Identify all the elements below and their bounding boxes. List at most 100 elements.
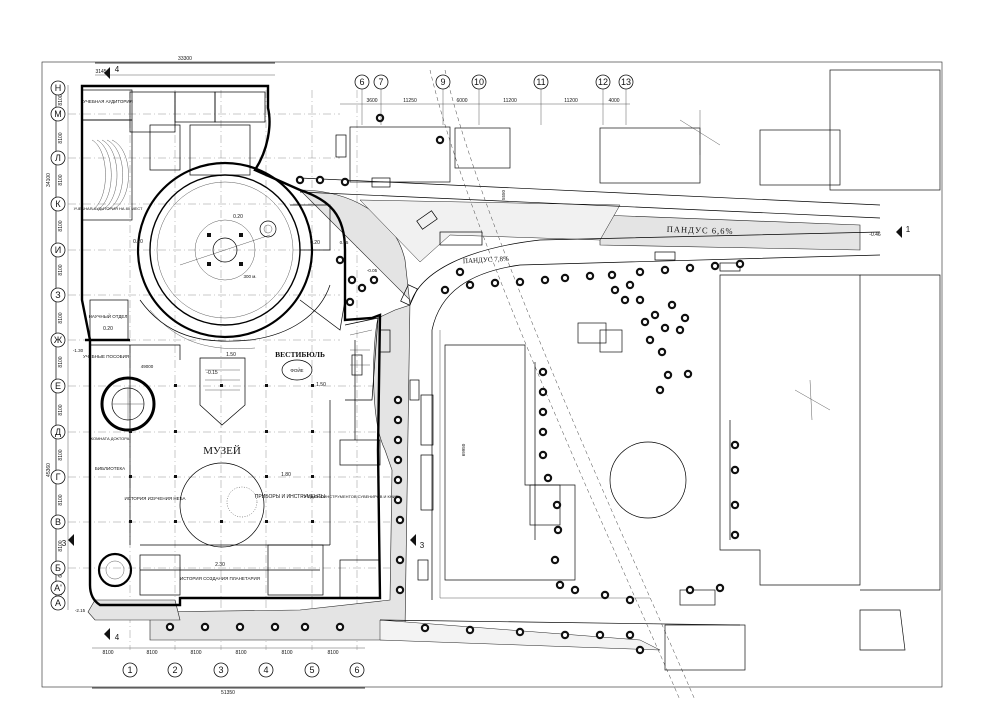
axis-grid xyxy=(68,90,390,650)
tree-symbol-core xyxy=(273,625,277,629)
dim-left-6: 8100 xyxy=(58,312,64,323)
tree-symbol-core xyxy=(663,268,667,272)
label-ramp-small: ПАНДУС 7,8% xyxy=(463,255,510,265)
tree-symbol-core xyxy=(555,503,559,507)
tree-symbol-core xyxy=(660,350,664,354)
tree-symbol-core xyxy=(653,313,657,317)
section-marks: 4 4 3 3 1 xyxy=(62,65,911,642)
tree-symbol-core xyxy=(396,498,400,502)
dim-left-top: 34100 xyxy=(46,173,52,187)
surrounding-buildings xyxy=(349,69,941,671)
level-6: 2.30 xyxy=(215,562,225,568)
dim-d1: 3145 xyxy=(95,69,106,75)
label-vestibule: ВЕСТИБЮЛЬ xyxy=(275,350,325,359)
tree-symbol-core xyxy=(733,533,737,537)
dim-bottom-4: 8100 xyxy=(281,650,292,656)
grid-axis-bottom: 1 2 3 4 5 6 xyxy=(122,662,365,678)
dim-left-1: 8100 xyxy=(58,94,64,105)
dim-left-total: 45360 xyxy=(46,463,52,477)
dim-bottom-total: 51350 xyxy=(221,690,235,696)
dim-bottom-2: 8100 xyxy=(190,650,201,656)
tree-symbol-core xyxy=(541,390,545,394)
label-history-planetarium: ИСТОРИЯ СОЗДАНИЯ ПЛАНЕТАРИЯ xyxy=(180,576,260,581)
tree-symbol-core xyxy=(398,588,402,592)
level-14: 0.15 xyxy=(340,240,349,245)
tree-symbol-core xyxy=(396,438,400,442)
tree-symbol-core xyxy=(541,410,545,414)
tree-symbol-core xyxy=(468,628,472,632)
label-science-dept: НАУЧНЫЙ ОТДЕЛ xyxy=(89,312,128,319)
level-3: 0.20 xyxy=(103,326,113,332)
museum-globe xyxy=(179,462,265,548)
axis-left-A: А xyxy=(55,598,61,608)
tree-symbol-core xyxy=(398,558,402,562)
axis-left-L: Л xyxy=(55,153,61,163)
lecture-hall-seating xyxy=(91,139,129,211)
tree-symbol-core xyxy=(628,598,632,602)
axis-bottom-4: 4 xyxy=(263,665,268,675)
dim-left-10: 8100 xyxy=(58,494,64,505)
tree-symbol-core xyxy=(338,258,342,262)
tree-symbol-core xyxy=(396,458,400,462)
section-mark-1: 1 xyxy=(906,225,911,234)
tree-symbol-core xyxy=(546,476,550,480)
level-5: 1.50 xyxy=(316,382,326,388)
tree-symbol-core xyxy=(398,518,402,522)
dim-top-5: 11200 xyxy=(503,98,517,104)
label-study-aids: УЧЕБНЫЕ ПОСОБИЯ xyxy=(83,354,129,359)
tree-symbol-core xyxy=(493,281,497,285)
level-11: -1.30 xyxy=(73,348,84,353)
tree-symbol-core xyxy=(666,373,670,377)
tree-symbol-core xyxy=(553,558,557,562)
axis-top-10: 10 xyxy=(474,77,484,87)
tree-symbol-core xyxy=(628,633,632,637)
tree-symbol-core xyxy=(543,278,547,282)
tree-symbol-core xyxy=(372,278,376,282)
paved-plaza xyxy=(149,189,411,641)
tree-symbol-core xyxy=(360,286,364,290)
axis-left-B: Б xyxy=(55,563,61,573)
dim-left-11: 8100 xyxy=(58,540,64,551)
tree-symbol-core xyxy=(623,298,627,302)
dim-d6: 5550 xyxy=(501,189,506,200)
dim-left-labels: 8100 8100 8100 8100 8100 8100 8100 8100 … xyxy=(46,94,64,608)
tree-symbol-core xyxy=(303,625,307,629)
axis-left-M: М xyxy=(54,109,62,119)
tree-symbol-core xyxy=(203,625,207,629)
dim-left-8: 8100 xyxy=(58,404,64,415)
parked-cars xyxy=(335,134,741,581)
axis-left-D: Д xyxy=(55,427,61,437)
tree-symbol-core xyxy=(638,298,642,302)
tree-symbol-core xyxy=(610,273,614,277)
tree-symbol-core xyxy=(688,588,692,592)
level-9: 0.20 xyxy=(310,240,320,246)
axis-top-12: 12 xyxy=(598,77,608,87)
label-ramp-main: ПАНДУС 6,6% xyxy=(667,224,734,236)
tree-symbol-core xyxy=(686,372,690,376)
axis-bottom-3: 3 xyxy=(218,665,223,675)
tree-symbol-core xyxy=(643,320,647,324)
dim-left-4: 8100 xyxy=(58,220,64,231)
level-8: -0.46 xyxy=(869,232,881,238)
dim-bottom-1: 8100 xyxy=(146,650,157,656)
tree-symbol-core xyxy=(396,418,400,422)
dim-left-3: 8100 xyxy=(58,174,64,185)
axis-left-V: В xyxy=(55,517,61,527)
axis-bottom-2: 2 xyxy=(172,665,177,675)
tree-symbol-core xyxy=(733,503,737,507)
tree-symbol-core xyxy=(563,633,567,637)
tree-symbol-core xyxy=(378,116,382,120)
tree-symbol-core xyxy=(628,283,632,287)
axis-bottom-5: 5 xyxy=(309,665,314,675)
tree-symbol-core xyxy=(613,288,617,292)
tree-symbol-core xyxy=(603,593,607,597)
trees xyxy=(165,113,745,655)
dim-left-7: 8100 xyxy=(58,356,64,367)
tree-symbol-core xyxy=(688,266,692,270)
tree-symbol-core xyxy=(638,648,642,652)
level-2: 0.20 xyxy=(133,239,143,245)
dim-top-7: 4000 xyxy=(608,98,619,104)
tree-symbol-core xyxy=(443,288,447,292)
dim-top-2: 3600 xyxy=(366,98,377,104)
section-mark-4-bottom: 4 xyxy=(115,633,120,642)
